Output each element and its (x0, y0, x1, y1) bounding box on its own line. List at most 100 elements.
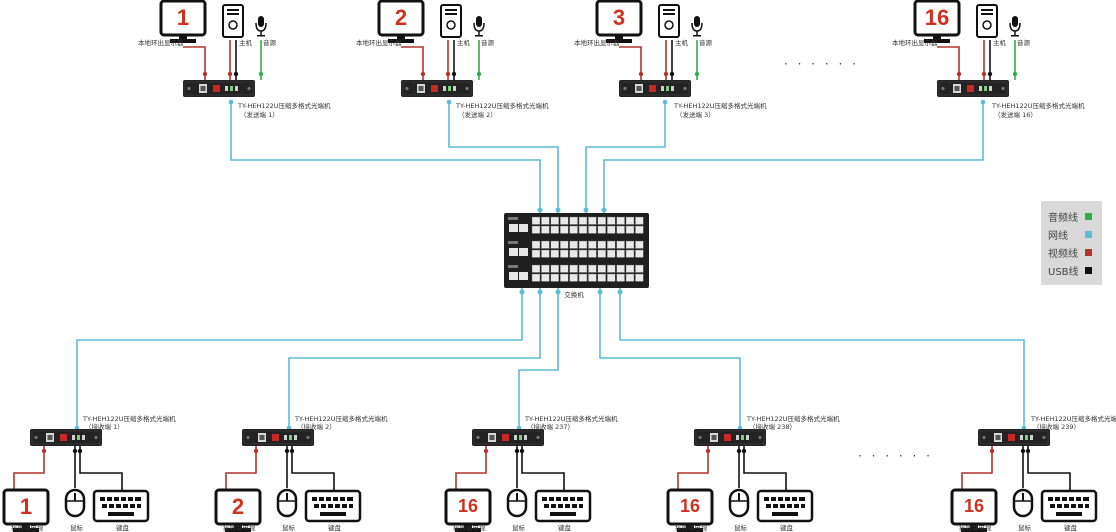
device-name: TY-HEH122U压缩多格式光端机 (294, 414, 388, 423)
device-role: （接收端 237） (527, 422, 574, 431)
switch-port (616, 216, 625, 225)
uplink-port (509, 272, 518, 280)
video-cable (619, 46, 642, 80)
monitor-label: 本地环出显示器 (574, 38, 620, 47)
switch-port (588, 240, 597, 249)
switch-port (616, 249, 625, 258)
device-role: （发送端 3） (676, 110, 715, 119)
legend-label: USB线 (1048, 265, 1079, 278)
network-cable-tx-3 (585, 101, 666, 213)
host-label: 主机 (239, 38, 253, 47)
uplink-port (519, 272, 528, 280)
mouse-icon (276, 488, 298, 518)
switch-port (635, 273, 644, 282)
device-name: TY-HEH122U压缩多格式光端机 (991, 101, 1085, 110)
mouse-label: 鼠标 (282, 523, 296, 532)
pc-tower-icon (658, 4, 680, 38)
switch-port (569, 264, 578, 273)
encoder-device (400, 79, 474, 98)
legend-label: 音频线 (1048, 211, 1078, 224)
switch-port (597, 240, 607, 249)
monitor-number: 16 (680, 496, 700, 516)
switch-port (531, 264, 541, 273)
uplink-port (509, 224, 518, 232)
legend-label: 视频线 (1048, 247, 1078, 260)
keyboard-label: 键盘 (1064, 523, 1078, 532)
legend-item: 网线 (1048, 229, 1092, 242)
monitor-icon: 2 (214, 488, 262, 532)
mouse-label: 鼠标 (70, 523, 84, 532)
usb-cable (521, 446, 565, 490)
ellipsis-bottom: · · · · · · (858, 449, 933, 463)
legend-item: 视频线 (1048, 247, 1092, 260)
encoder-device (182, 79, 256, 98)
switch-port (588, 216, 597, 225)
receiver-group-3: TY-HEH122U压缩多格式光端机（接收端 237）16接收端电视鼠标键盘 (444, 414, 618, 532)
switch-port (541, 249, 550, 258)
switch-port (560, 240, 569, 249)
monitor-number: 16 (925, 5, 949, 30)
keyboard-icon (304, 489, 362, 523)
switch-port (531, 240, 541, 249)
network-cables (76, 101, 1025, 428)
switch-port (588, 264, 597, 273)
switch-port (635, 216, 644, 225)
monitor-label: 接收端电视 (959, 523, 992, 532)
device-name: TY-HEH122U压缩多格式光端机 (673, 101, 767, 110)
video-cable (13, 446, 45, 490)
audio-source-label: 音源 (699, 38, 713, 47)
monitor-label: 接收端电视 (453, 523, 486, 532)
monitor-icon: 16 (913, 0, 961, 45)
mouse-label: 鼠标 (734, 523, 748, 532)
transmitter-group-1: 1本地环出显示器主机音源TY-HEH122U压缩多格式光端机（发送端 1） (138, 0, 331, 119)
switch-port (560, 249, 569, 258)
monitor-number: 1 (20, 494, 32, 519)
monitor-icon: 16 (444, 488, 492, 532)
switch-port (606, 240, 616, 249)
legend-label: 网线 (1048, 229, 1068, 242)
host-label: 主机 (993, 38, 1007, 47)
audio-source-label: 音源 (481, 38, 495, 47)
host-label: 主机 (675, 38, 689, 47)
decoder-device (977, 428, 1051, 447)
monitor-label: 本地环出显示器 (892, 38, 938, 47)
switch-port (550, 264, 559, 273)
switch-port (606, 216, 616, 225)
switch-port (616, 264, 625, 273)
network-cable-rx-1 (76, 288, 523, 428)
monitor-number: 2 (232, 494, 244, 519)
device-name: TY-HEH122U压缩多格式光端机 (524, 414, 618, 423)
uplink-port (519, 224, 528, 232)
keyboard-icon (92, 489, 150, 523)
switch-port (578, 249, 588, 258)
keyboard-icon (534, 489, 592, 523)
network-cable-rx-239 (619, 288, 1025, 428)
switch-port (550, 216, 559, 225)
keyboard-icon (756, 489, 814, 523)
network-cable-tx-1 (230, 101, 541, 213)
switch-port (616, 225, 625, 234)
monitor-label: 本地环出显示器 (356, 38, 402, 47)
network-cable-rx-2 (288, 288, 541, 428)
switch-port (597, 225, 607, 234)
decoder-device (29, 428, 103, 447)
decoder-device (241, 428, 315, 447)
microphone-icon (691, 15, 703, 38)
video-cable (937, 46, 960, 80)
device-role: （接收端 1） (85, 422, 124, 431)
device-role: （发送端 2） (458, 110, 497, 119)
switch-port (569, 249, 578, 258)
usb-cable-swatch (1085, 267, 1092, 274)
switch-port (569, 216, 578, 225)
switch-port (635, 264, 644, 273)
switch-port (578, 273, 588, 282)
mouse-icon (64, 488, 86, 518)
transmitter-group-16: 16本地环出显示器主机音源TY-HEH122U压缩多格式光端机（发送端 16） (892, 0, 1085, 119)
switch-label: 交换机 (564, 290, 584, 299)
switch-ports (508, 216, 644, 282)
audio-cable-swatch (1085, 213, 1092, 220)
switch-port (578, 216, 588, 225)
switch-port (569, 225, 578, 234)
switch-port (541, 240, 550, 249)
